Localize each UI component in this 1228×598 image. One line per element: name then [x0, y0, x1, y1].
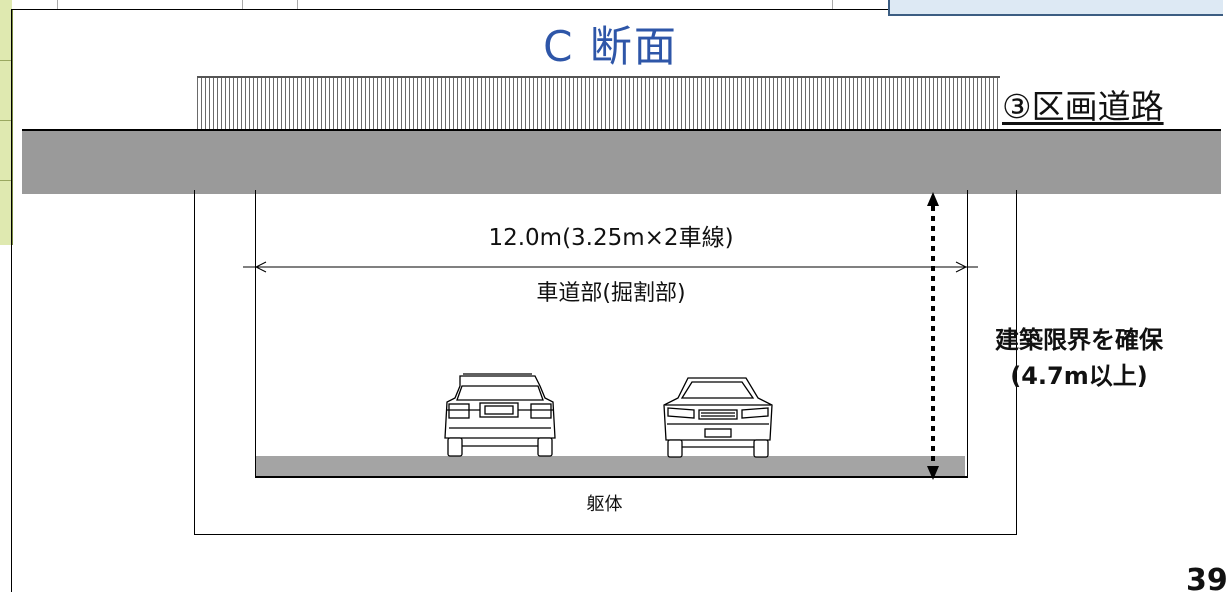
road-pavement	[256, 456, 965, 476]
clearance-note: 建築限界を確保 (4.7m以上)	[944, 322, 1214, 394]
section-title: C 断面	[543, 22, 678, 71]
clearance-note-line2: (4.7m以上)	[1010, 362, 1148, 390]
trench-opening	[255, 190, 968, 478]
page-number: 39	[1186, 563, 1228, 598]
car-rear-icon	[444, 373, 556, 457]
structure-body-label: 躯体	[586, 494, 623, 515]
background-map-fragment	[0, 0, 13, 245]
slide-frame-top	[12, 9, 888, 10]
guard-fence	[197, 76, 1000, 131]
roadway-label: 車道部(掘割部)	[536, 281, 686, 306]
slide-frame-left	[11, 9, 12, 592]
width-dimension-line	[243, 261, 978, 273]
clearance-arrow	[927, 192, 939, 480]
clearance-note-line1: 建築限界を確保	[995, 326, 1163, 354]
deck-slab	[22, 129, 1221, 194]
road-name-label: ③区画道路	[1002, 87, 1164, 126]
width-dimension-label: 12.0m(3.25m×2車線)	[488, 225, 734, 251]
background-panel-fragment	[888, 0, 1223, 16]
structure-body	[194, 190, 1017, 535]
car-front-icon	[663, 377, 773, 458]
